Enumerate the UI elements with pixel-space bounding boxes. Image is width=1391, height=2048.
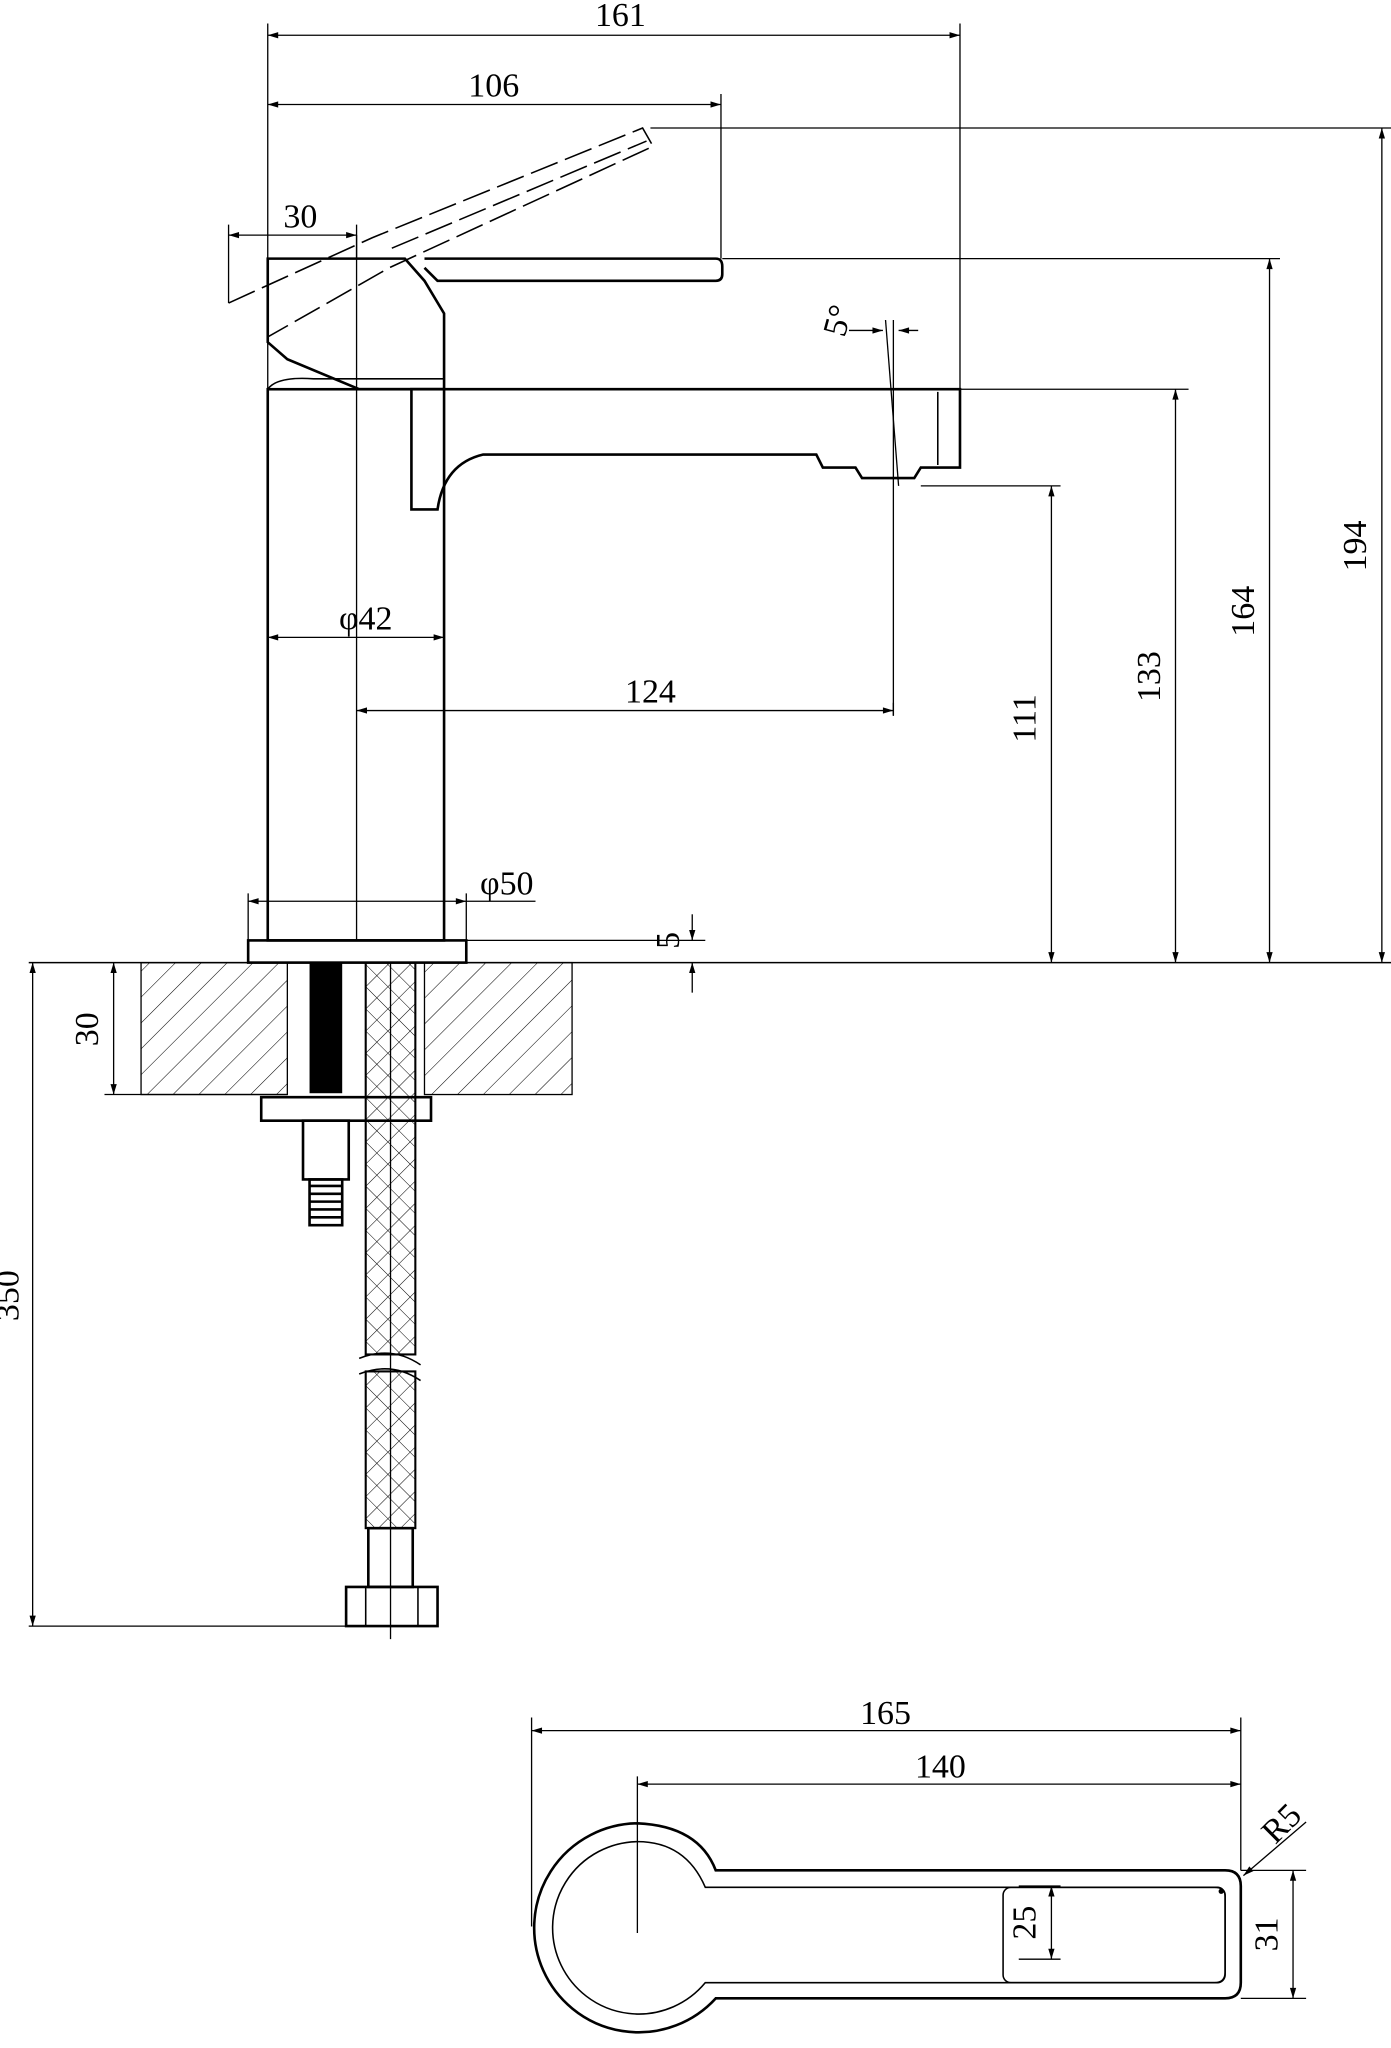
dim-161: 161 — [595, 0, 646, 34]
handle-lever — [423, 257, 724, 283]
faucet-top-view — [532, 1776, 1243, 2034]
top-outline-inner — [551, 1840, 1226, 2015]
dim-r5: R5 — [1255, 1797, 1309, 1851]
dim-5-degree: 5° — [817, 301, 861, 340]
base-plate — [246, 939, 468, 964]
dim-25: 25 — [1007, 1906, 1044, 1940]
counter-section-left — [140, 961, 288, 1096]
top-outline-outer — [532, 1822, 1243, 2034]
dim-194: 194 — [1337, 520, 1374, 571]
dim-106: 106 — [468, 68, 519, 105]
dim-111: 111 — [1007, 694, 1044, 742]
dim-124: 124 — [625, 674, 676, 711]
dim-31: 31 — [1248, 1917, 1285, 1951]
hose-connector-nut — [344, 1585, 439, 1628]
side-dimensions: 161 106 30 5° φ42 124 φ50 5 111 133 164 … — [0, 0, 1391, 1627]
dim-30-handle: 30 — [283, 198, 317, 235]
dim-phi50: φ50 — [480, 866, 534, 903]
faucet-side-view — [28, 127, 1391, 1640]
top-lever-recess — [1002, 1886, 1226, 1984]
dim-5-base: 5 — [650, 932, 687, 949]
dim-350: 350 — [0, 1270, 26, 1321]
dim-phi42: φ42 — [339, 601, 393, 638]
dim-164: 164 — [1225, 586, 1262, 637]
dim-30-counter: 30 — [69, 1012, 106, 1046]
dim-133: 133 — [1131, 651, 1168, 702]
top-dimensions: 165 140 R5 25 31 — [530, 1695, 1309, 2000]
dim-165: 165 — [860, 1695, 911, 1732]
handle-open-outline — [228, 127, 655, 338]
counter-section-right — [423, 961, 573, 1096]
threaded-rod — [309, 962, 343, 1094]
spout — [410, 387, 962, 511]
dim-140: 140 — [915, 1749, 966, 1786]
rod-nut — [301, 1119, 351, 1181]
